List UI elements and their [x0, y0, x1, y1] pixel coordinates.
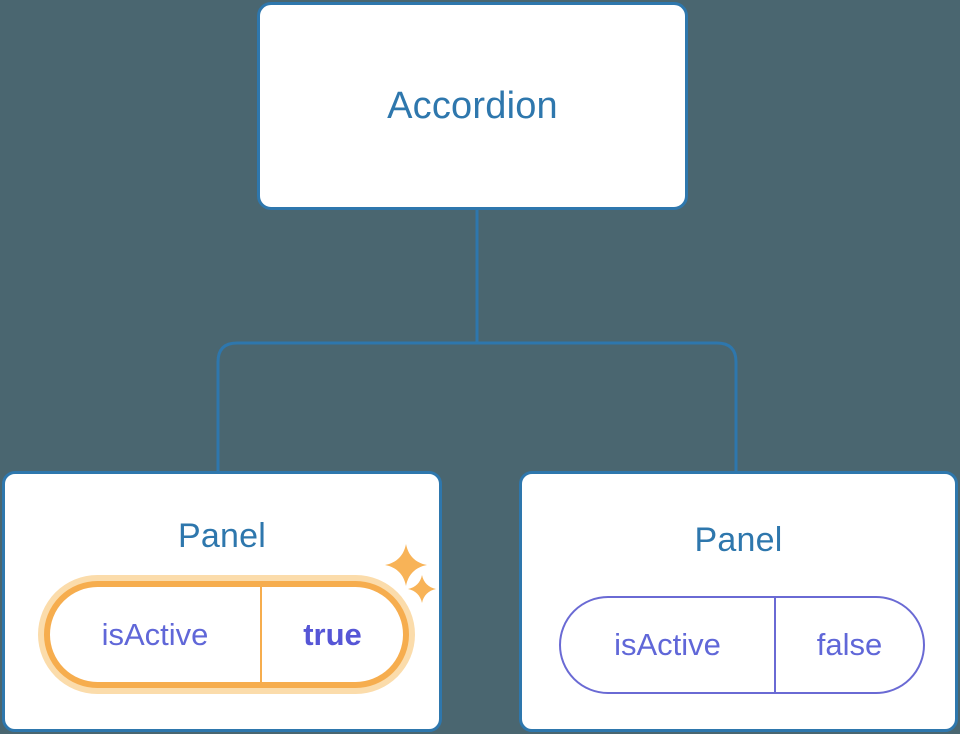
prop-pill-body[interactable]: isActive true	[44, 581, 409, 688]
node-panel-left-header: Panel	[5, 519, 439, 553]
node-accordion[interactable]: Accordion	[257, 2, 688, 210]
connector-branch-left	[216, 341, 477, 472]
node-panel-right-label: Panel	[694, 521, 783, 559]
node-panel-left-label: Panel	[178, 517, 266, 555]
node-panel-left[interactable]: Panel isActive true	[2, 471, 442, 732]
node-accordion-label: Accordion	[387, 85, 558, 127]
prop-pill-key: isActive	[561, 598, 776, 692]
node-panel-right-header: Panel	[522, 523, 955, 557]
connector-branch-right	[477, 341, 738, 472]
prop-pill-value: true	[303, 616, 362, 652]
prop-pill-isactive-true[interactable]: isActive true	[38, 575, 415, 694]
prop-pill-isactive-false[interactable]: isActive false	[559, 596, 925, 694]
prop-pill-key: isActive	[50, 587, 262, 682]
prop-pill-value: false	[816, 627, 883, 662]
prop-pill-body[interactable]: isActive false	[559, 596, 925, 694]
prop-pill-glow: isActive true	[38, 575, 415, 694]
node-panel-right[interactable]: Panel isActive false	[519, 471, 958, 732]
